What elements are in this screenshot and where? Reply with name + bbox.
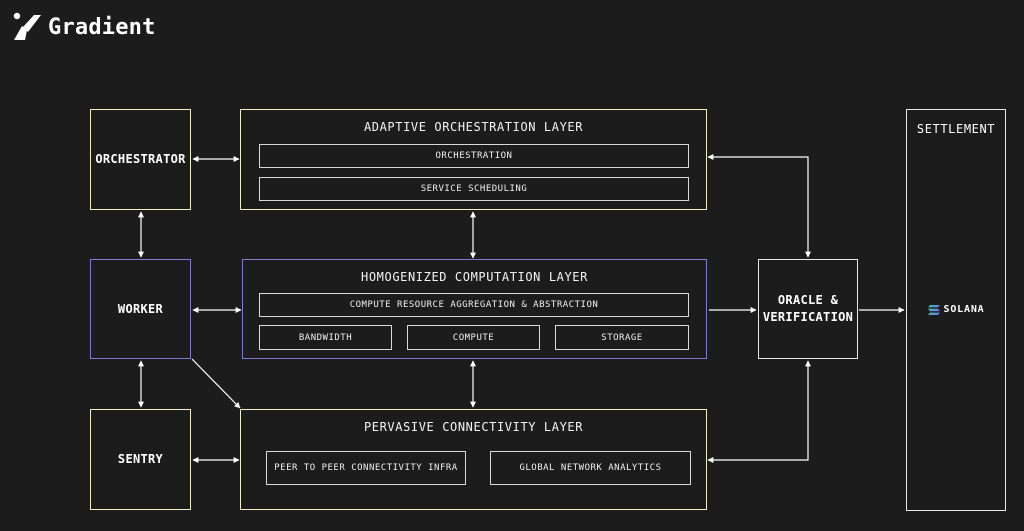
adaptive-orchestration-layer: ADAPTIVE ORCHESTRATION LAYER ORCHESTRATI… — [240, 109, 707, 210]
p2p-connectivity-label: PEER TO PEER CONNECTIVITY INFRA — [274, 463, 458, 473]
sentry-node: SENTRY — [90, 409, 191, 510]
worker-label: WORKER — [117, 301, 164, 316]
orchestrator-node: ORCHESTRATOR — [90, 109, 191, 210]
global-network-analytics-box: GLOBAL NETWORK ANALYTICS — [490, 451, 691, 485]
service-scheduling-label: SERVICE SCHEDULING — [420, 184, 528, 194]
pervasive-connectivity-layer: PERVASIVE CONNECTIVITY LAYER PEER TO PEE… — [240, 409, 707, 510]
solana-logo: SOLANA — [907, 304, 1005, 315]
compute-label: COMPUTE — [452, 332, 495, 343]
orchestrator-label: ORCHESTRATOR — [95, 152, 186, 166]
service-scheduling-box: SERVICE SCHEDULING — [259, 177, 689, 201]
homogenized-computation-layer: HOMOGENIZED COMPUTATION LAYER COMPUTE RE… — [242, 259, 707, 359]
sentry-label: SENTRY — [117, 452, 164, 466]
p2p-connectivity-box: PEER TO PEER CONNECTIVITY INFRA — [266, 451, 466, 485]
global-network-analytics-label: GLOBAL NETWORK ANALYTICS — [519, 463, 662, 473]
gradient-slash-logo-icon — [13, 12, 41, 40]
bandwidth-box: BANDWIDTH — [259, 325, 392, 350]
brand-logo: Gradient — [12, 12, 156, 42]
brand-name: Gradient — [48, 14, 156, 40]
storage-label: STORAGE — [601, 332, 643, 343]
worker-node: WORKER — [90, 259, 191, 359]
compute-box: COMPUTE — [407, 325, 540, 350]
homogenized-layer-title: HOMOGENIZED COMPUTATION LAYER — [361, 270, 588, 284]
oracle-label-line2: VERIFICATION — [762, 310, 854, 324]
oracle-label-line1: ORACLE & — [777, 293, 839, 307]
pervasive-layer-title: PERVASIVE CONNECTIVITY LAYER — [363, 420, 584, 434]
settlement-panel: SETTLEMENT SOLANA — [906, 109, 1006, 511]
compute-aggregation-box: COMPUTE RESOURCE AGGREGATION & ABSTRACTI… — [259, 293, 689, 317]
oracle-verification-node: ORACLE & VERIFICATION — [758, 259, 858, 359]
bandwidth-label: BANDWIDTH — [298, 332, 353, 343]
solana-label: SOLANA — [943, 304, 985, 315]
compute-aggregation-label: COMPUTE RESOURCE AGGREGATION & ABSTRACTI… — [349, 300, 599, 310]
orchestration-box: ORCHESTRATION — [259, 144, 689, 168]
solana-logo-icon — [927, 304, 940, 315]
orchestration-label: ORCHESTRATION — [435, 151, 513, 161]
storage-box: STORAGE — [555, 325, 689, 350]
settlement-title: SETTLEMENT — [916, 122, 996, 136]
adaptive-layer-title: ADAPTIVE ORCHESTRATION LAYER — [363, 120, 584, 134]
